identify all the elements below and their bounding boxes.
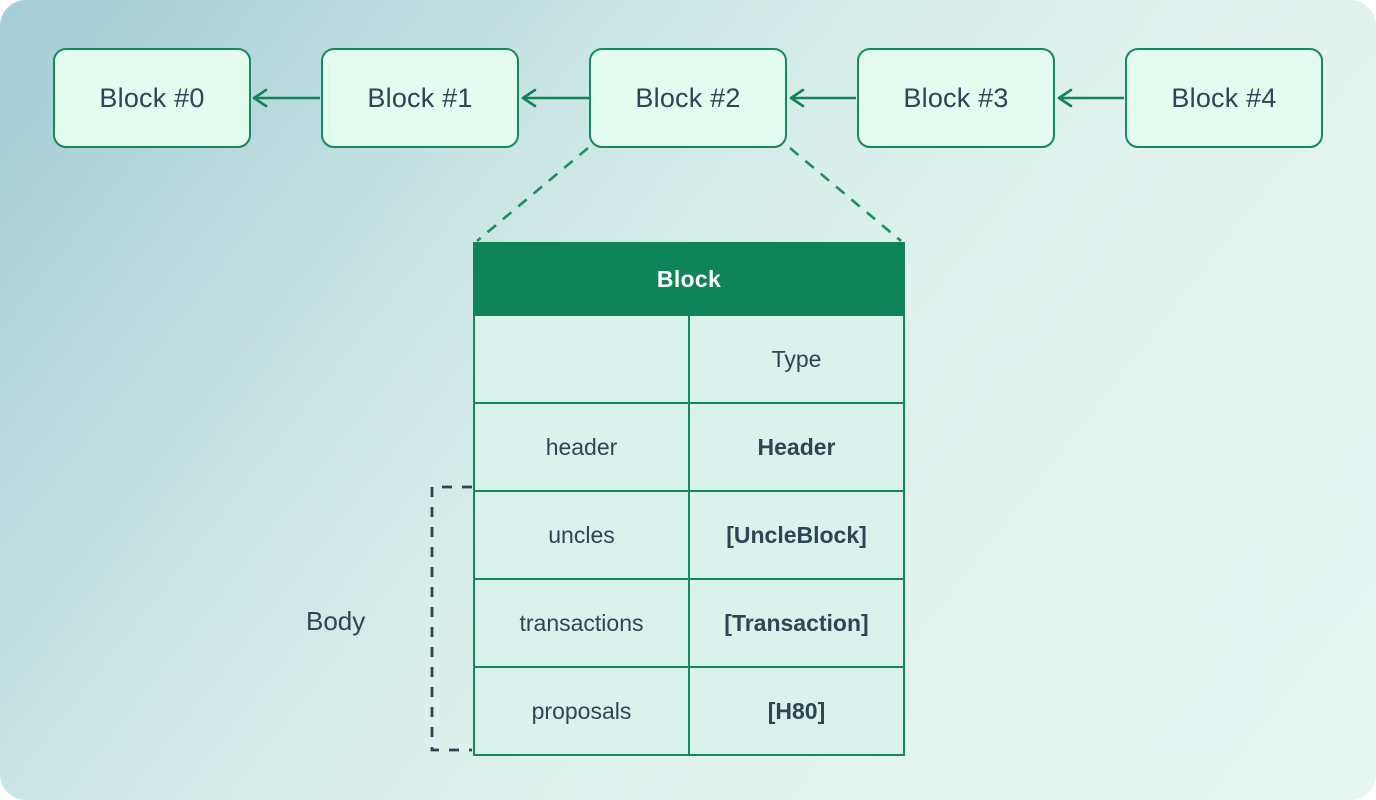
struct-field-header: header [473, 402, 690, 492]
chain-block-1-label: Block #1 [367, 82, 473, 113]
body-bracket [430, 485, 472, 752]
chain-block-2-label: Block #2 [635, 82, 741, 113]
table-row: header Header [473, 402, 905, 492]
chain-block-4[interactable]: Block #4 [1125, 48, 1323, 148]
body-bracket-label: Body [306, 606, 366, 636]
struct-type-header: Header [688, 402, 905, 492]
chain-block-3-label: Block #3 [903, 82, 1009, 113]
expand-guide-right [789, 147, 902, 242]
chain-block-0-label: Block #0 [99, 82, 205, 113]
struct-field-column-header [473, 314, 690, 404]
expand-guide-left [476, 147, 589, 242]
struct-title: Block [473, 242, 905, 316]
table-row: transactions [Transaction] [473, 578, 905, 668]
block-struct-table: Block Type header Header uncles [UncleBl… [473, 242, 905, 756]
struct-field-proposals: proposals [473, 666, 690, 756]
struct-title-row: Block [473, 242, 905, 316]
struct-column-header-row: Type [473, 314, 905, 404]
arrow-block3-to-block2 [789, 88, 856, 108]
arrow-block1-to-block0 [252, 88, 320, 108]
struct-field-uncles: uncles [473, 490, 690, 580]
arrow-block4-to-block3 [1057, 88, 1124, 108]
struct-type-column-header: Type [688, 314, 905, 404]
chain-block-0[interactable]: Block #0 [53, 48, 251, 148]
struct-type-transactions: [Transaction] [688, 578, 905, 668]
table-row: proposals [H80] [473, 666, 905, 756]
chain-block-4-label: Block #4 [1171, 82, 1277, 113]
struct-type-proposals: [H80] [688, 666, 905, 756]
chain-block-2[interactable]: Block #2 [589, 48, 787, 148]
arrow-block2-to-block1 [521, 88, 589, 108]
chain-block-1[interactable]: Block #1 [321, 48, 519, 148]
table-row: uncles [UncleBlock] [473, 490, 905, 580]
chain-block-3[interactable]: Block #3 [857, 48, 1055, 148]
struct-field-transactions: transactions [473, 578, 690, 668]
struct-type-uncles: [UncleBlock] [688, 490, 905, 580]
